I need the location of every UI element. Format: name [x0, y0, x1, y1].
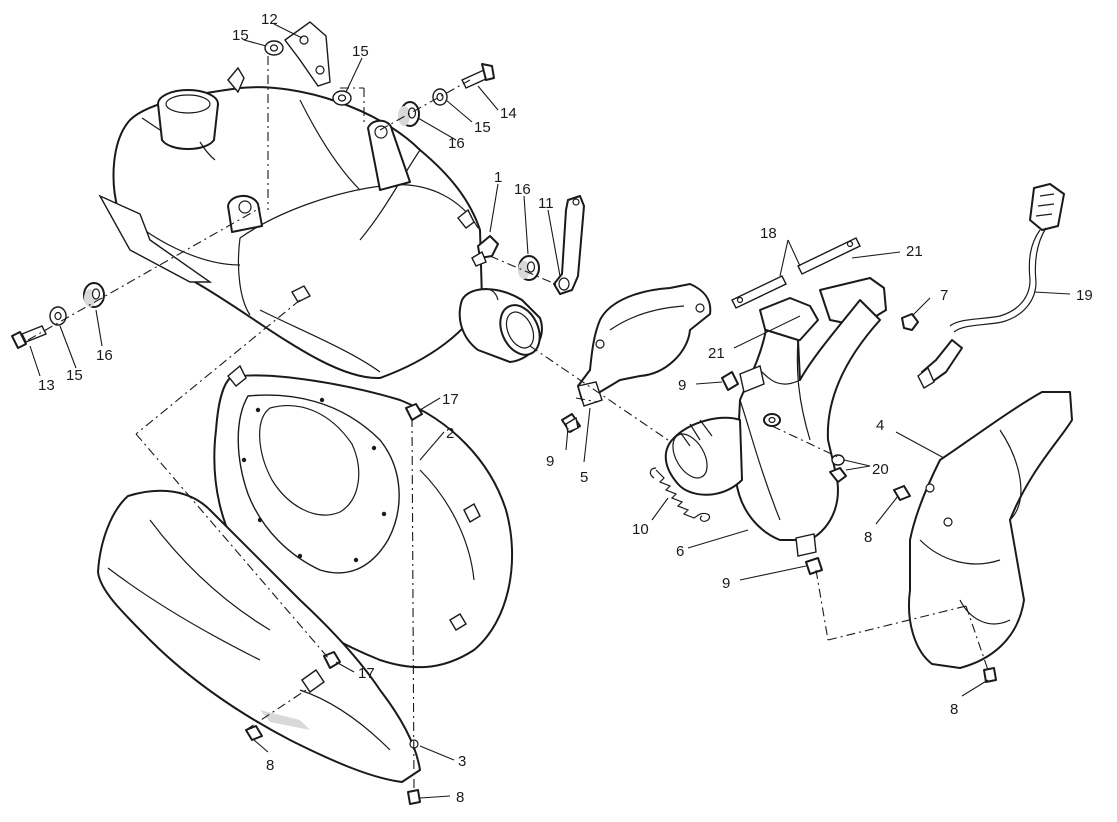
- callout-3: 3: [458, 753, 466, 770]
- callout-7: 7: [940, 287, 948, 304]
- bolt-14: [461, 63, 495, 89]
- bushing-16-left: [83, 282, 105, 308]
- washer-20: [829, 454, 847, 483]
- silencer-body: [98, 66, 483, 380]
- bolt-9-left: [561, 413, 581, 433]
- washer-15-left: [49, 306, 67, 326]
- washer-15-top-left: [264, 40, 284, 56]
- pin-1: [471, 235, 499, 267]
- bolt-9-middle: [721, 371, 739, 391]
- callout-12: 12: [261, 11, 278, 28]
- bolt-13: [11, 325, 47, 349]
- callout-4: 4: [876, 417, 884, 434]
- callout-16-c: 16: [96, 347, 113, 364]
- callout-5: 5: [580, 469, 588, 486]
- callout-9-c: 9: [678, 377, 686, 394]
- bolt-9-bottom: [805, 557, 823, 575]
- callout-15-d: 15: [66, 367, 83, 384]
- callout-8-c: 8: [864, 529, 872, 546]
- callout-15-a: 15: [232, 27, 249, 44]
- callout-6: 6: [676, 543, 684, 560]
- heat-shield-4: [908, 391, 1073, 669]
- callout-8-b: 8: [266, 757, 274, 774]
- nut-7: [901, 313, 919, 331]
- leader-lines: [29, 23, 1071, 799]
- callout-16-b: 16: [514, 181, 531, 198]
- bolt-8-bottom-left: [245, 725, 263, 741]
- callout-13: 13: [38, 377, 55, 394]
- callout-10: 10: [632, 521, 649, 538]
- callout-9-a: 9: [546, 453, 554, 470]
- washer-15-right: [432, 88, 448, 106]
- callout-21-b: 21: [906, 243, 923, 260]
- bushing-16-middle: [518, 255, 540, 281]
- heat-shield-5: [577, 283, 712, 407]
- callout-18: 18: [760, 225, 777, 242]
- callout-15-c: 15: [474, 119, 491, 136]
- callout-2: 2: [446, 425, 454, 442]
- callout-19: 19: [1076, 287, 1093, 304]
- bolt-8-bottom: [407, 789, 421, 805]
- bracket-12: [284, 21, 331, 87]
- flange-18: [731, 237, 861, 309]
- spring-10: [649, 467, 711, 522]
- callout-11: 11: [538, 195, 554, 212]
- callout-17-b: 17: [358, 665, 375, 682]
- callout-17-a: 17: [442, 391, 459, 408]
- bracket-11: [553, 195, 585, 295]
- silencer-outlet-pipe: [458, 288, 543, 363]
- lambda-sensor-19: [917, 183, 1065, 389]
- callout-1: 1: [494, 169, 502, 186]
- callout-9-b: 9: [722, 575, 730, 592]
- callout-8-d: 8: [950, 701, 958, 718]
- lower-guard-3: [97, 489, 421, 783]
- washer-15-top: [332, 90, 352, 106]
- callout-21-a: 21: [708, 345, 725, 362]
- bushing-16-top: [398, 101, 420, 127]
- callout-8-a: 8: [456, 789, 464, 806]
- bolt-8-far-right: [983, 667, 997, 683]
- callout-15-b: 15: [352, 43, 369, 60]
- callout-labels: 12 15 15 14 15 16 1 16 11 13 15 16 17 2 …: [38, 11, 1093, 806]
- callout-20: 20: [872, 461, 889, 478]
- clip-17-bottom: [323, 651, 341, 669]
- assembly-lines: [27, 56, 989, 791]
- clip-17-top: [405, 403, 423, 421]
- exhaust-manifold-6: [664, 277, 887, 557]
- callout-14: 14: [500, 105, 517, 122]
- callout-16-a: 16: [448, 135, 465, 152]
